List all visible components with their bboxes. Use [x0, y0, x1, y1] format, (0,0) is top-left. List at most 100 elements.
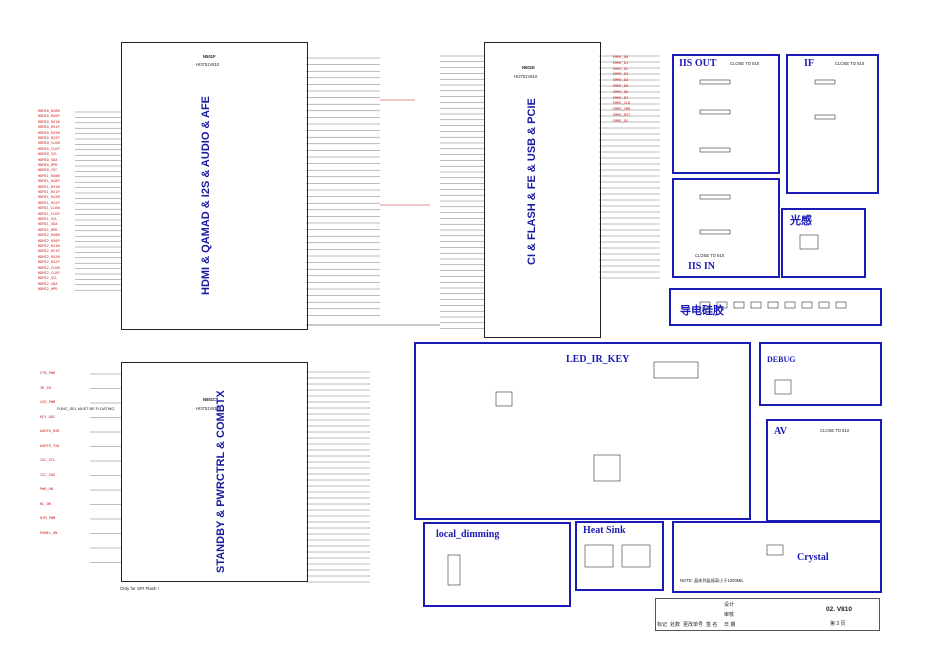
net-label: HDMI1_RX0N: [38, 173, 60, 178]
label-standby-pwrctrl: STANDBY & PWRCTRL & COMBTX: [215, 390, 227, 573]
chip-n501c-body: [121, 362, 308, 582]
net-label: HDMI0_RX1N: [38, 119, 60, 124]
conductive-pad-symbol: [767, 301, 779, 309]
block-led-ir-key-title: LED_IR_KEY: [566, 354, 630, 365]
net-label: I2C_SCL: [40, 458, 56, 462]
net-label: HDMI1_CLKP: [38, 211, 60, 216]
chip-n501f-ref: N501F: [203, 54, 216, 59]
heat-sink-symbol: [584, 544, 614, 568]
title-block-label-4: 日 期: [724, 622, 736, 628]
net-label: HDMI1_RX2P: [38, 200, 60, 205]
net-label: HDMI2_SCL: [38, 276, 58, 281]
net-label: EMMC_D7: [613, 95, 629, 100]
block-crystal-title: Crystal: [797, 552, 829, 563]
title-block-check: 审核: [724, 612, 735, 618]
net-label: PANEL_ON: [40, 530, 58, 535]
net-label: HDMI2_RX1N: [38, 244, 60, 248]
block-iis-out-title: IIS OUT: [679, 58, 717, 69]
light-sensor-symbol: [799, 234, 819, 250]
block-debug-title: DEBUG: [767, 355, 796, 364]
resistor-symbol: [814, 79, 836, 85]
conductive-pad-symbol: [733, 301, 745, 309]
net-label: EMMC_CMD: [613, 107, 631, 112]
crystal-symbol: [766, 544, 784, 556]
net-label: HDMI2_CLKP: [38, 271, 60, 275]
net-label: HDMI1_RX2N: [38, 195, 60, 200]
net-label: HDMI0_RX0P: [38, 114, 60, 119]
block-conductive-title: 导电硅胶: [680, 305, 724, 317]
chip-n501c-part: HI3751V810: [196, 406, 220, 411]
net-label: HDMI2_RX0N: [38, 233, 60, 238]
chip-n501f-body: [121, 42, 308, 330]
conductive-pad-symbol: [835, 301, 847, 309]
net-label: HDMI2_RX1P: [38, 249, 60, 254]
net-label: EMMC_D0: [613, 55, 629, 59]
label-flash-fe-usb: CI & FLASH & FE & USB & PCIE: [526, 98, 538, 265]
conductive-pad-symbol: [716, 301, 728, 309]
title-block-label-2: 更改单号: [683, 622, 704, 628]
net-label: KEY_ADC: [40, 414, 56, 419]
block-iis-out: [672, 54, 780, 174]
conductive-pad-symbol: [750, 301, 762, 309]
resistor-symbol: [699, 147, 731, 153]
block-conductive-silicone: [669, 288, 882, 326]
title-block-label-0: 标记: [657, 622, 668, 628]
block-iis-out-note: CLOSE TO 810: [730, 61, 760, 66]
conductive-pad-symbol: [784, 301, 796, 309]
resistor-symbol: [699, 229, 731, 235]
block-light-sensor-title: 光感: [790, 215, 812, 227]
block-iis-in-note: CLOSE TO 810: [695, 253, 725, 258]
net-label: I2C_SDA: [40, 472, 56, 477]
net-label: HDMI2_RX2P: [38, 260, 60, 265]
net-label: HDMI2_HPD: [38, 287, 58, 292]
resistor-symbol: [699, 109, 731, 115]
chip-n501e-part: HI3751V810: [514, 74, 538, 79]
net-label: PWR_ON: [40, 487, 53, 491]
note-spi-flash: Only for SPI Flash !: [120, 586, 160, 591]
net-label: HDMI2_RX0P: [38, 238, 60, 243]
block-if-note: CLOSE TO 810: [835, 61, 865, 66]
block-heat-sink-title: Heat Sink: [583, 525, 626, 536]
label-hdmi-audio-afe: HDMI & QAMAD & I2S & AUDIO & AFE: [200, 95, 212, 295]
block-av-note: CLOSE TO 810: [820, 428, 850, 433]
net-label: HDMI0_RX2N: [38, 130, 60, 135]
net-label: EMMC_D4: [613, 78, 629, 83]
net-label: UART0_TXD: [40, 443, 60, 448]
net-label: HDMI0_HPD: [38, 163, 58, 167]
net-label: HDMI1_RX1N: [38, 184, 60, 189]
block-local-dimming-title: local_dimming: [436, 529, 500, 540]
block-local-dimming: [423, 522, 571, 607]
net-label: EMMC_D6: [613, 89, 629, 94]
transistor-symbol: [495, 391, 513, 407]
net-label: EMMC_D5: [613, 84, 629, 88]
block-iis-in: [672, 178, 780, 278]
resistor-symbol: [814, 114, 836, 120]
net-label: EMMC_D2: [613, 66, 629, 71]
net-label: HDMI0_CEC: [38, 168, 58, 173]
net-label: LED_PWM: [40, 400, 56, 404]
net-label: IR_IN: [40, 385, 51, 390]
net-label: BL_ON: [40, 501, 51, 506]
title-block-label-1: 处数: [670, 622, 681, 628]
block-heat-sink: [575, 521, 664, 591]
block-av-title: AV: [774, 426, 788, 437]
net-label: HDMI1_HPD: [38, 227, 58, 232]
net-label: HDMI0_CLKN: [38, 141, 60, 146]
net-label: EMMC_DS: [613, 118, 629, 123]
conductive-pad-symbol: [818, 301, 830, 309]
chip-n501f-part: HI3751V810: [196, 62, 220, 67]
chip-n501c-ref: N501C: [203, 397, 217, 402]
note-func-sel: FUNC_SEL MUST BE FLOATING: [57, 407, 115, 411]
net-label: HDMI2_SDA: [38, 281, 58, 286]
chip-n501e-ref: N501E: [522, 65, 535, 70]
net-label: HDMI0_CLKP: [38, 146, 60, 151]
resistor-symbol: [699, 194, 731, 200]
block-light-sensor: [781, 208, 866, 278]
net-label: EMMC_CLK: [613, 101, 631, 106]
chip-n501e-body: [484, 42, 601, 338]
title-block-label-3: 签 名: [706, 622, 718, 628]
net-label: HDMI1_RX0P: [38, 179, 60, 184]
block-if-title: IF: [804, 58, 814, 69]
